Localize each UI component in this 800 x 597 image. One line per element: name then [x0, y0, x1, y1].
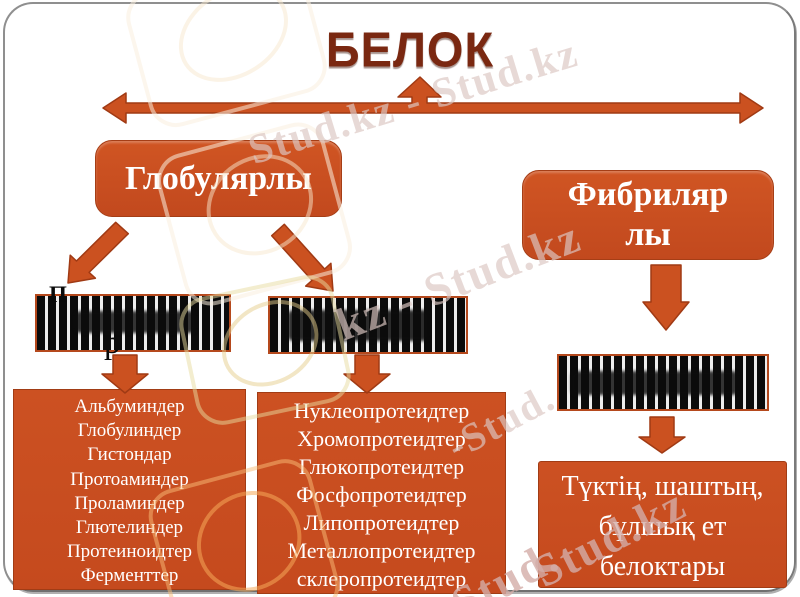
list-item: Металлопротеидтер — [287, 538, 476, 563]
list-item: Гистондар — [87, 444, 172, 466]
glitched-label-box-left — [35, 294, 231, 352]
glitched-label-box-right — [557, 354, 769, 411]
glitch-smear — [75, 311, 197, 333]
double-arrow-with-up-branch-icon — [102, 76, 764, 124]
node-globular: Глобулярлы — [95, 140, 342, 217]
list-item: Липопротеидтер — [303, 510, 460, 535]
list-item: Глюкопротеидтер — [298, 454, 465, 479]
list-item: Нуклеопротеидтер — [293, 398, 470, 423]
glitch-stray-char-top: П — [49, 282, 67, 307]
fibrillar-examples-text: Түктің, шаштың, бұлшық ет белоктары — [561, 471, 764, 582]
glitch-stray-char-bottom: р — [104, 325, 121, 361]
fibrillar-examples-box: Түктің, шаштың, бұлшық ет белоктары — [538, 461, 787, 588]
node-fibrillar-label: Фибрилярлы — [567, 176, 729, 253]
down-arrow-right-icon — [638, 416, 686, 454]
list-item: Фосфопротеидтер — [296, 482, 467, 507]
glitch-smear — [287, 309, 429, 342]
down-arrow-left-icon — [101, 354, 149, 394]
list-item: Проламиндер — [74, 492, 185, 514]
glitch-smear — [571, 370, 738, 396]
list-item: Альбуминдер — [74, 396, 185, 417]
list-item: Глютелиндер — [75, 517, 184, 539]
list-item: Протоаминдер — [70, 468, 189, 490]
diagonal-arrow-left-icon — [67, 221, 130, 284]
node-fibrillar: Фибрилярлы — [522, 170, 774, 260]
page-title: БЕЛОК — [325, 21, 495, 78]
diagonal-arrow-right-icon — [270, 223, 334, 292]
list-item: Хромопротеидтер — [297, 426, 466, 451]
list-item: Протеиноидтер — [66, 541, 193, 563]
list-item: склеропротеидтер — [296, 566, 467, 591]
node-globular-label: Глобулярлы — [125, 159, 312, 197]
down-arrow-middle-icon — [343, 354, 391, 394]
list-item: Глобулиндер — [77, 420, 182, 442]
list-item: Ферменттер — [80, 565, 179, 587]
glitched-label-box-middle — [268, 296, 468, 354]
down-arrow-fibrillar-icon — [642, 264, 690, 331]
